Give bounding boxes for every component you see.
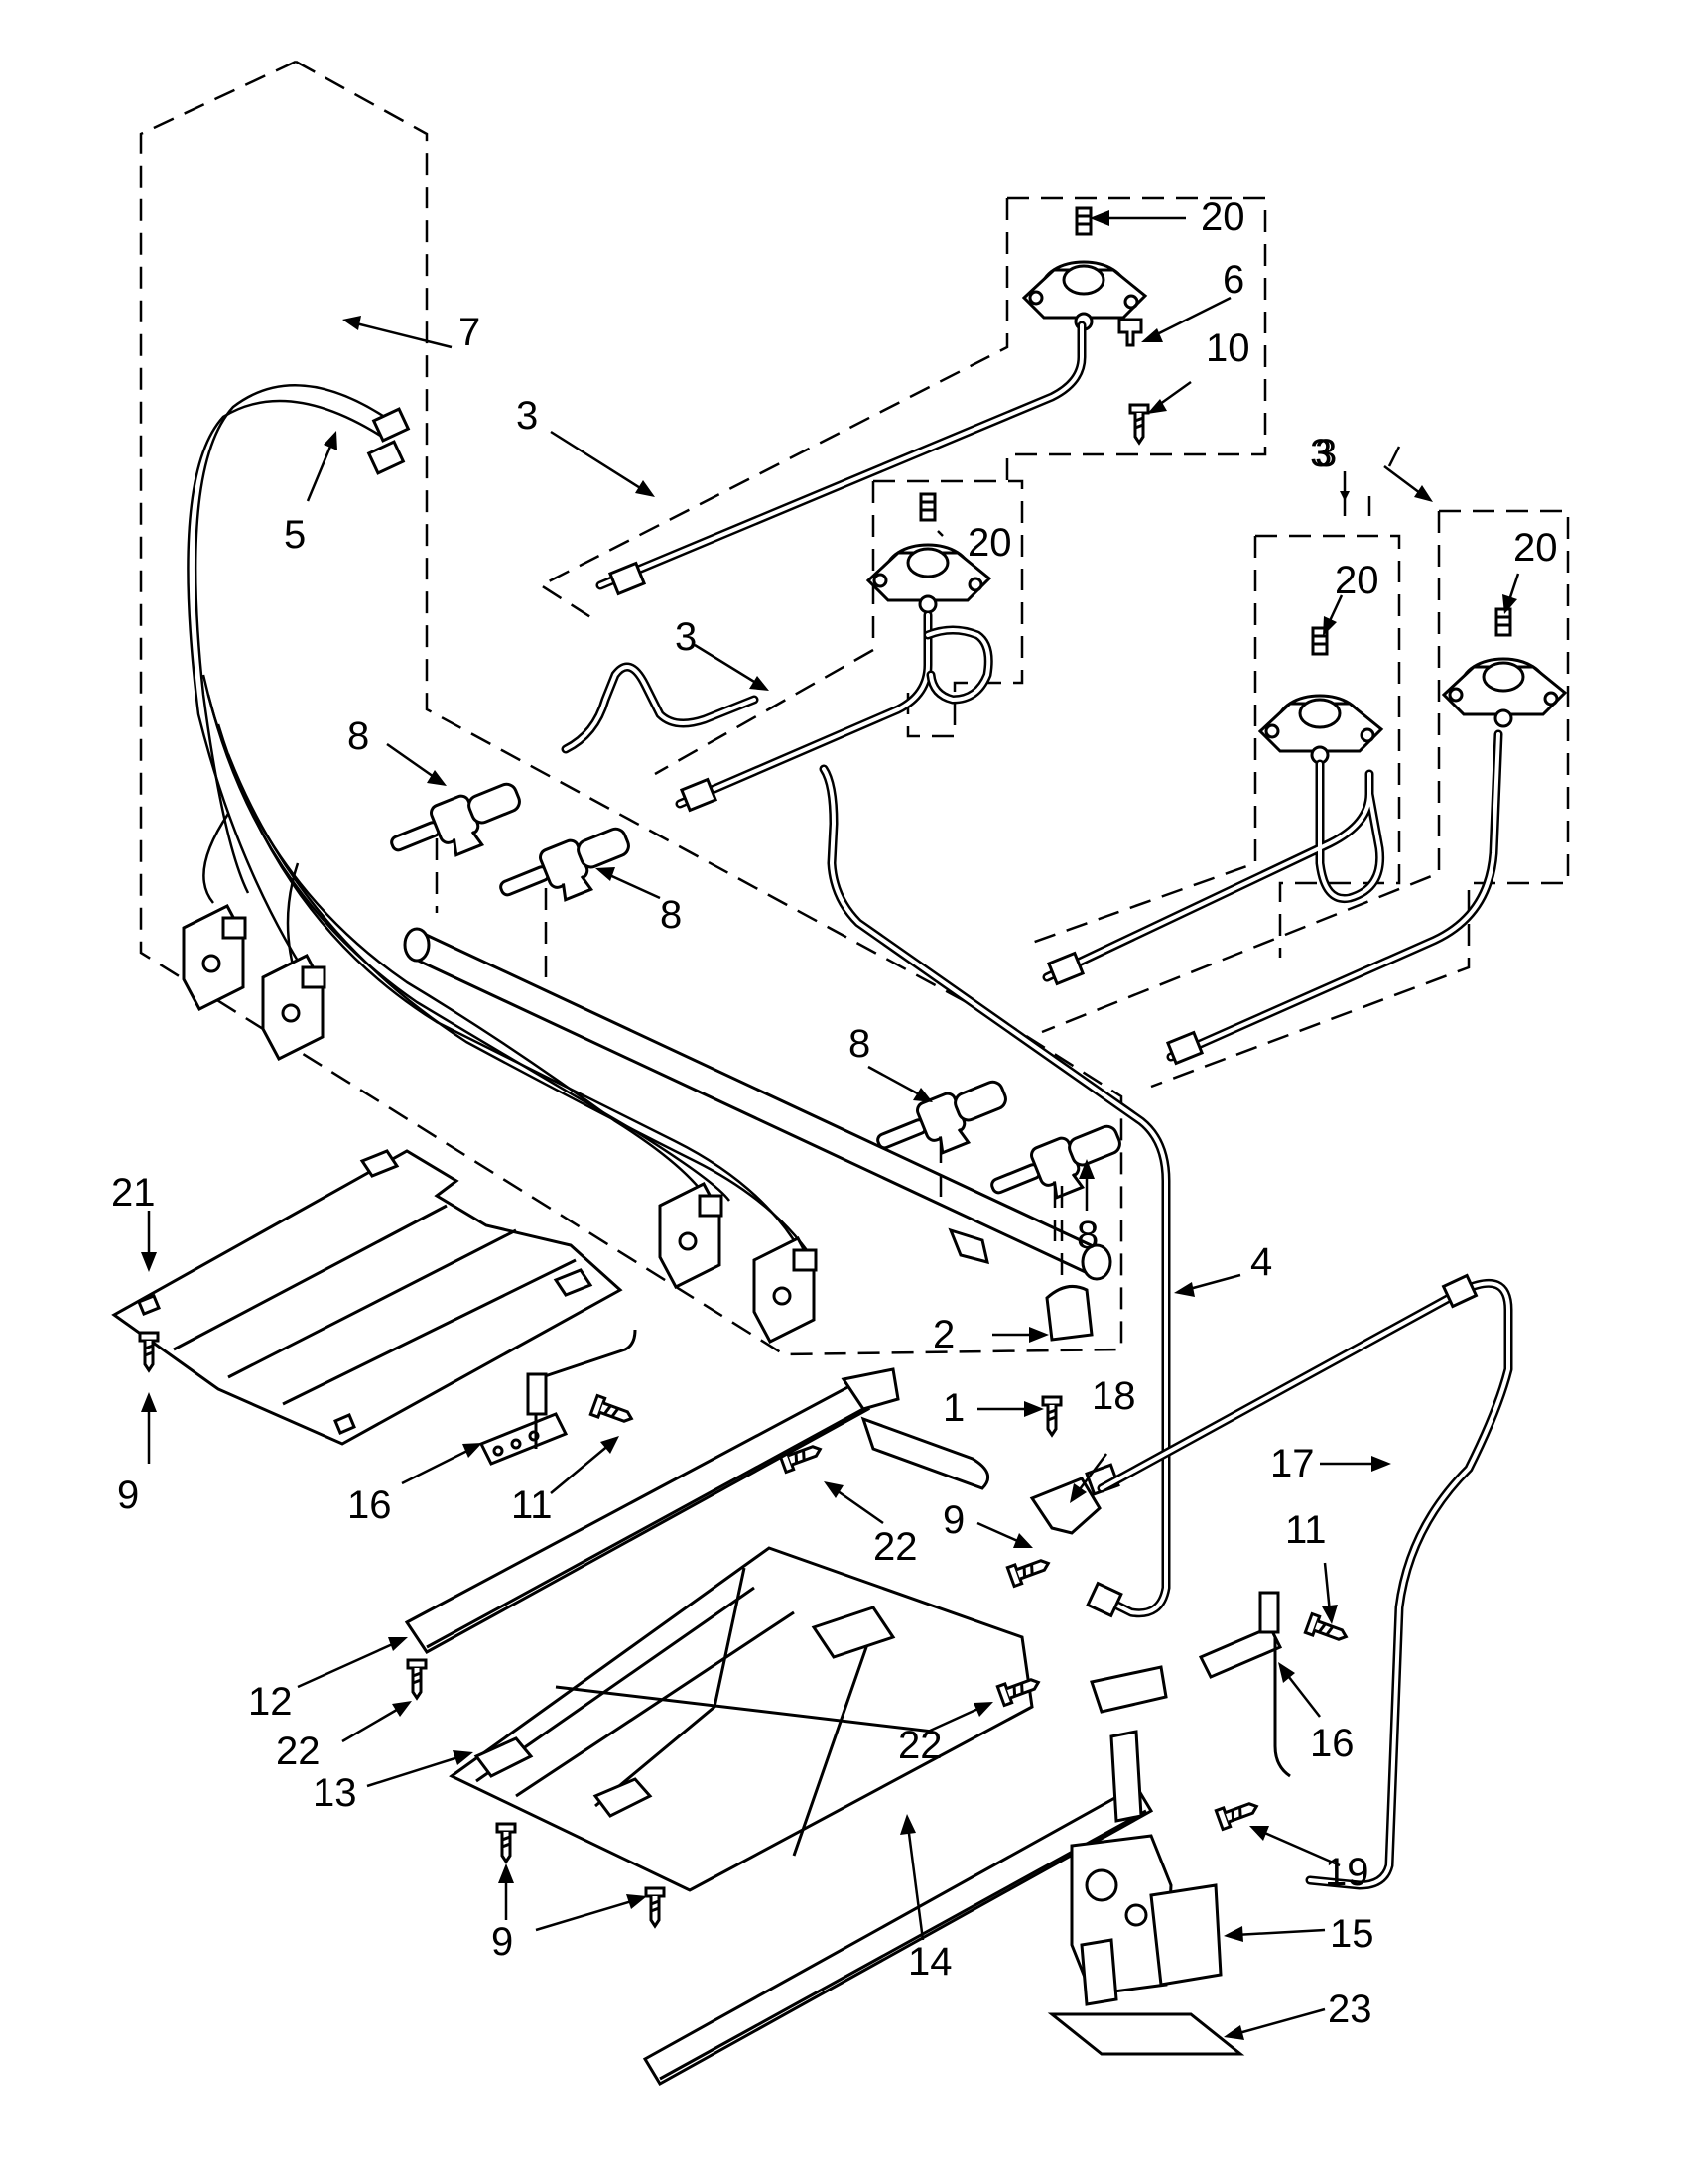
part-14-burner-bracket — [642, 1665, 1168, 2087]
part-valve-right — [1442, 657, 1567, 728]
callout-22-b: 22 — [276, 1730, 321, 1773]
callout-3-second: 3 — [675, 615, 697, 659]
part-22-screw-b — [406, 1658, 428, 1700]
callout-12: 12 — [248, 1680, 293, 1724]
callout-13: 13 — [313, 1771, 357, 1815]
assembly-boundary-right-valves — [1031, 509, 1570, 1089]
part-6-spark-electrode — [1117, 318, 1143, 347]
part-8-valve-b — [492, 819, 641, 923]
callout-23: 23 — [1328, 1988, 1372, 2031]
burner-tube-left — [860, 1416, 990, 1490]
part-20-orifice-left — [919, 492, 937, 522]
part-15-gas-valve — [1070, 1834, 1223, 2006]
part-20-orifice-right — [1494, 607, 1512, 637]
callout-arrows — [141, 210, 1520, 2040]
igniter-switch-a — [182, 904, 247, 1011]
callout-21: 21 — [111, 1171, 156, 1215]
clip-under-manifold — [948, 1227, 990, 1265]
callout-9-mid: 9 — [943, 1498, 965, 1542]
callout-1: 1 — [943, 1386, 965, 1430]
callout-8-b: 8 — [660, 893, 682, 937]
igniter-switch-c — [658, 1182, 723, 1289]
part-8-valve-d — [983, 1116, 1132, 1220]
assembly-boundary-left-valve — [654, 479, 1024, 776]
callout-17: 17 — [1270, 1442, 1315, 1485]
part-20-orifice-top — [1075, 206, 1093, 236]
callout-9-left: 9 — [117, 1474, 139, 1517]
part-3-tube-top — [595, 321, 1087, 596]
part-5-connector-a — [371, 407, 411, 443]
callout-18: 18 — [1092, 1374, 1136, 1418]
callout-14: 14 — [908, 1940, 953, 1984]
part-3-tube-second — [675, 610, 993, 813]
assembly-boundary-top-valve — [538, 196, 1267, 622]
part-3-tube-mid — [1042, 759, 1385, 986]
callout-8-d: 8 — [1077, 1214, 1099, 1257]
manifold-pipe — [403, 927, 1112, 1281]
callout-11-right: 11 — [1285, 1508, 1327, 1552]
callout-7: 7 — [458, 311, 480, 354]
burner-tube-right — [1109, 1730, 1143, 1823]
callout-15: 15 — [1330, 1912, 1374, 1956]
part-2-clamp — [1045, 1284, 1094, 1342]
part-16-igniter-left — [478, 1329, 637, 1466]
callout-16-right: 16 — [1310, 1722, 1355, 1765]
assembly-boundary-main — [139, 60, 1123, 1356]
main-burner-base — [449, 1546, 1034, 1892]
callout-2: 2 — [933, 1313, 955, 1356]
part-1-screw — [1041, 1395, 1063, 1437]
callout-8-c: 8 — [848, 1022, 870, 1066]
callout-20-top: 20 — [1201, 195, 1245, 239]
part-11-screw-right — [1303, 1611, 1352, 1648]
part-9-screw-left — [138, 1331, 160, 1372]
part-12-burner-bracket — [404, 1367, 900, 1654]
callout-20-right: 20 — [1513, 526, 1558, 570]
part-9-screw-lower-a — [495, 1822, 517, 1863]
callout-6: 6 — [1223, 258, 1244, 302]
part-10-screw — [1128, 403, 1150, 445]
part-9-screw-mid — [1005, 1552, 1054, 1589]
part-13-clip — [473, 1736, 653, 1818]
part-16-igniter-right — [1198, 1591, 1291, 1778]
callout-5: 5 — [284, 513, 306, 557]
callout-9-lower: 9 — [491, 1920, 513, 1964]
valve-dash-links — [435, 838, 1064, 1310]
igniter-switch-d — [752, 1236, 818, 1344]
part-23-label-plate — [1047, 2012, 1245, 2056]
part-3-tube-left-loose — [561, 662, 759, 754]
part-5-connector-b — [366, 440, 406, 475]
callout-11-left: 11 — [511, 1483, 553, 1527]
callout-3-top: 3 — [516, 394, 538, 438]
igniter-switch-b — [261, 954, 326, 1061]
callout-3-right-b: 3 — [1315, 432, 1337, 475]
callout-22-c: 22 — [898, 1724, 943, 1767]
part-17-tube — [1097, 1273, 1513, 1890]
part-21-heat-shield — [111, 1149, 623, 1446]
callout-22-a: 22 — [873, 1525, 918, 1569]
callout-20-mid: 20 — [1335, 559, 1379, 602]
part-7-wire-harness — [187, 384, 816, 1261]
part-11-screw-left — [588, 1393, 637, 1430]
callout-10: 10 — [1206, 326, 1250, 370]
callout-8-a: 8 — [347, 714, 369, 758]
part-9-screw-lower-b — [644, 1886, 666, 1928]
callout-20-second: 20 — [968, 521, 1012, 565]
callout-19: 19 — [1325, 1851, 1369, 1894]
part-19-fitting — [1214, 1795, 1262, 1832]
part-8-valve-a — [383, 774, 532, 878]
callout-3-right-a: 3 — [1310, 432, 1332, 475]
part-3-tube-right — [1165, 729, 1503, 1066]
part-4-main-tube — [819, 764, 1171, 1618]
part-valve-mid — [1258, 694, 1383, 765]
callout-4: 4 — [1250, 1240, 1272, 1284]
callout-16-left: 16 — [347, 1483, 392, 1527]
